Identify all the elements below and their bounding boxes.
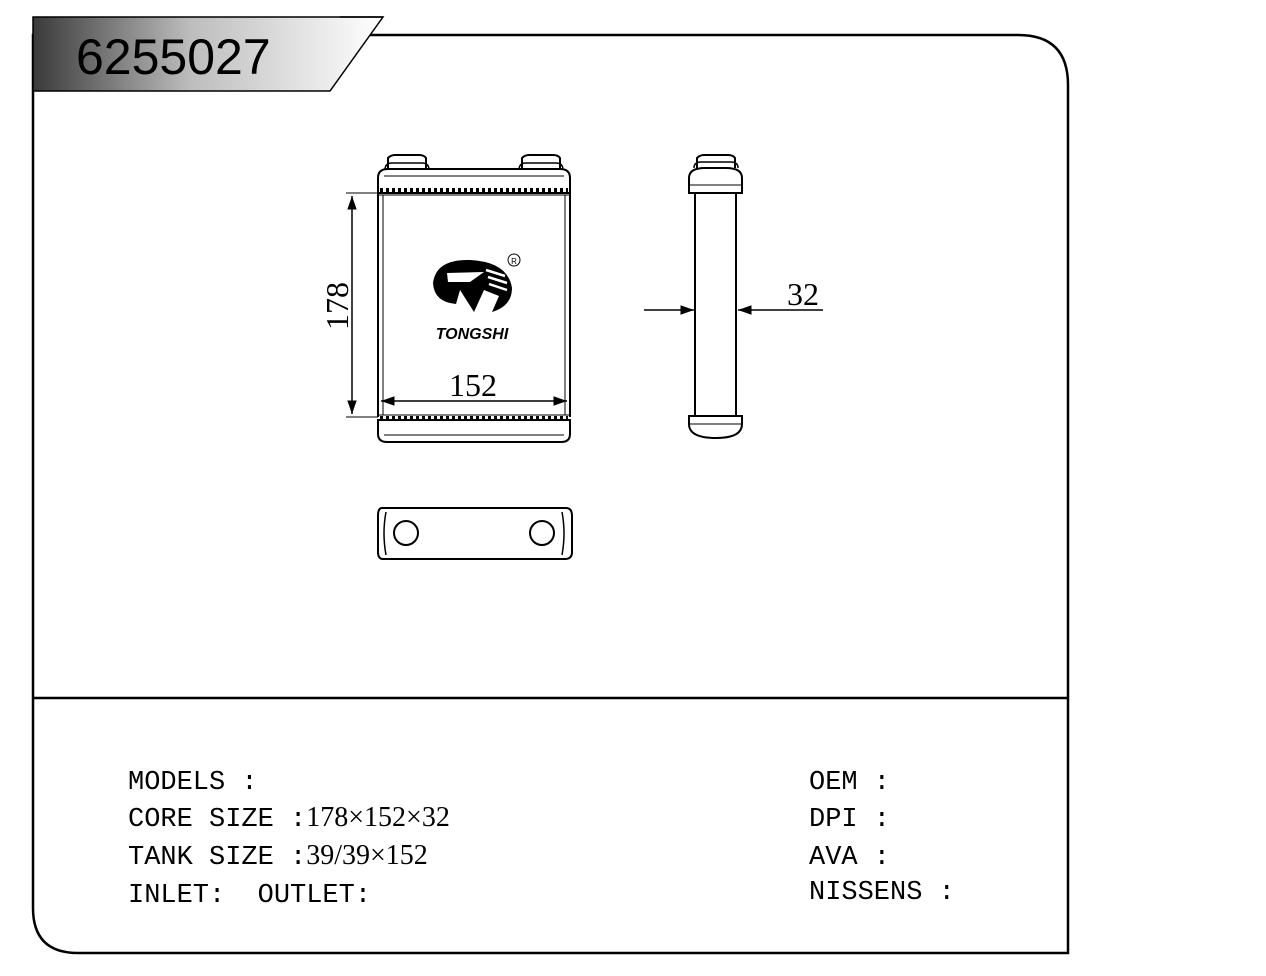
spec-core-size: CORE SIZE :178×152×32	[101, 777, 450, 861]
spec-label: INLET: OUTLET:	[128, 881, 372, 911]
logo-swoosh-icon	[433, 259, 512, 312]
spec-inlet-outlet: INLET: OUTLET:	[101, 853, 371, 937]
height-value: 178	[319, 282, 355, 330]
spec-value: 39/39×152	[306, 840, 428, 871]
spec-models: MODELS :	[101, 740, 258, 824]
spec-label: DPI :	[809, 805, 891, 835]
width-value: 152	[449, 367, 497, 403]
spec-label: NISSENS :	[809, 878, 955, 908]
thickness-dimension: 32	[644, 276, 823, 315]
part-number: 6255027	[76, 29, 271, 85]
registered-mark-icon	[507, 253, 521, 267]
brand-name: TONGSHI	[436, 326, 509, 343]
spec-label: OEM :	[809, 768, 891, 798]
spec-label: TANK SIZE :	[128, 843, 307, 873]
frame-border	[31, 33, 1070, 955]
spec-tank-size: TANK SIZE :39/39×152	[101, 815, 428, 899]
spec-dpi: DPI :	[782, 777, 890, 861]
height-dimension: 178	[319, 192, 378, 418]
spec-oem: OEM :	[782, 740, 890, 824]
thickness-value: 32	[787, 276, 819, 312]
top-view	[377, 507, 573, 560]
spec-label: AVA :	[809, 843, 891, 873]
spec-label: CORE SIZE :	[128, 805, 307, 835]
brand-logo: R TONGSHI	[433, 253, 521, 343]
front-view	[377, 154, 571, 443]
spec-label: MODELS :	[128, 768, 258, 798]
outlet-port-icon	[529, 520, 555, 546]
inlet-port-icon	[393, 520, 419, 546]
spec-ava: AVA :	[782, 815, 890, 899]
svg-text:R: R	[511, 257, 517, 266]
title-tab	[32, 16, 385, 92]
side-view	[688, 154, 743, 440]
spec-value: 178×152×32	[306, 802, 450, 833]
width-dimension: 152	[381, 367, 567, 406]
spec-nissens: NISSENS :	[782, 850, 955, 934]
